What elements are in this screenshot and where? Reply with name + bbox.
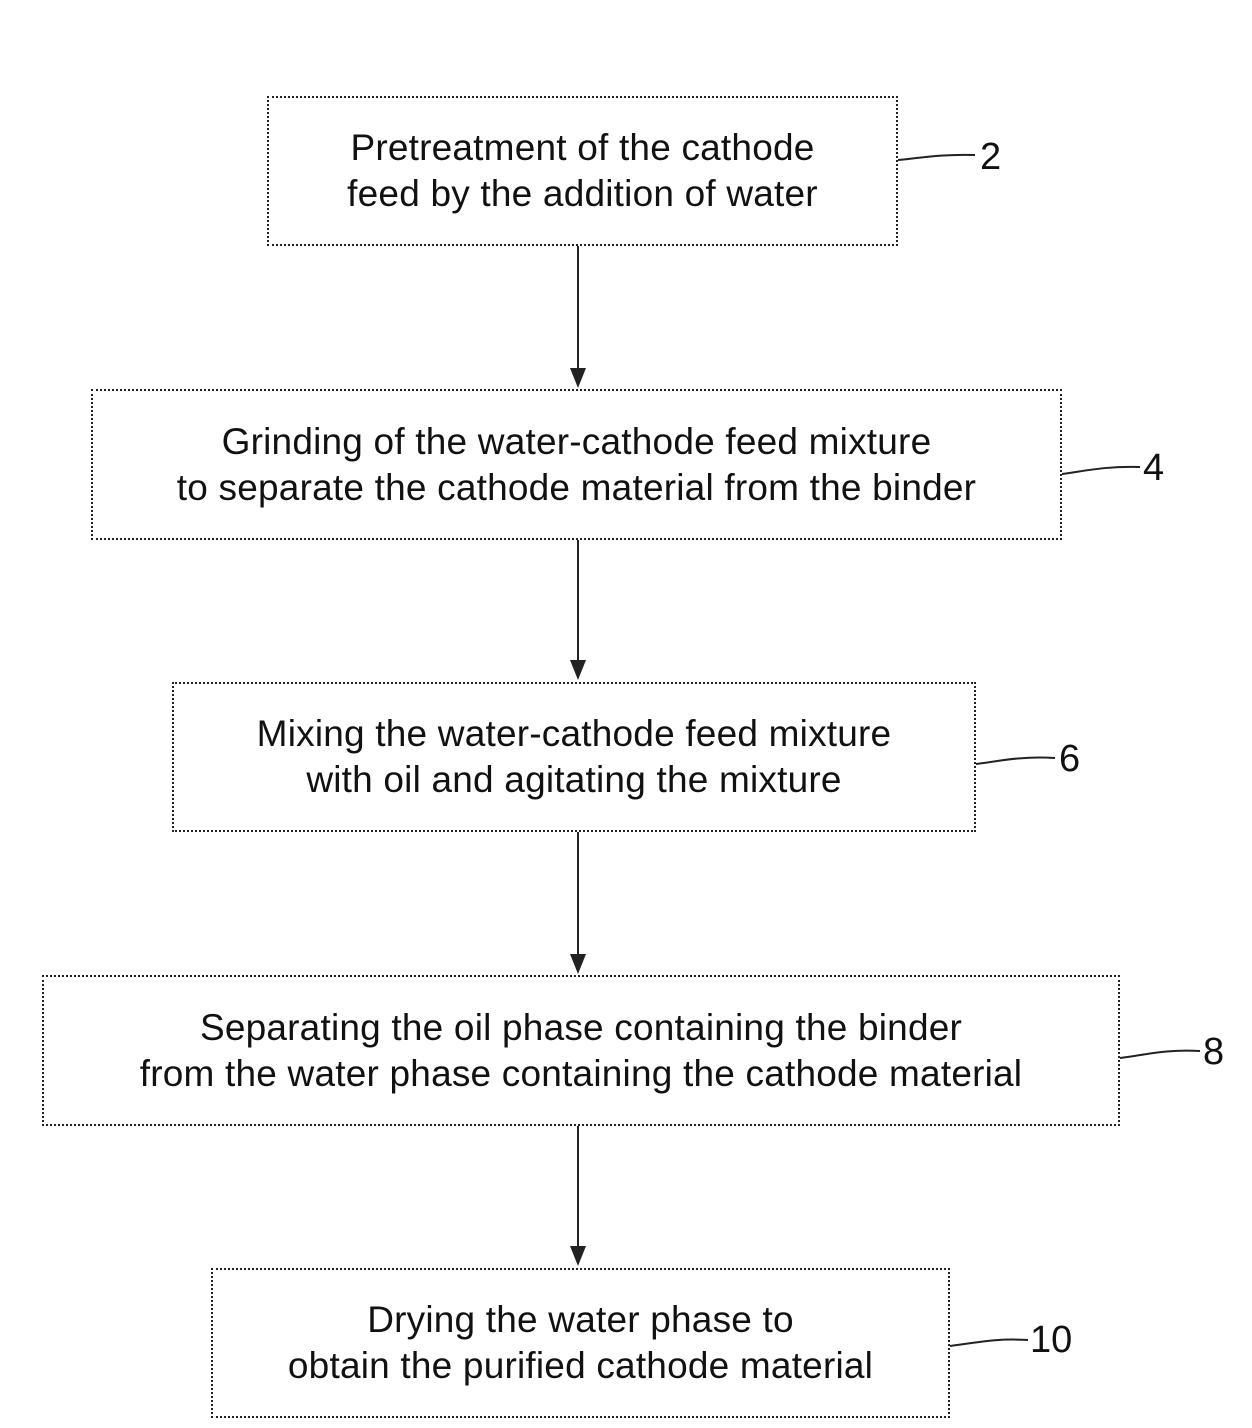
step-text-line: Mixing the water-cathode feed mixture: [257, 711, 892, 757]
leader-line-8: [1120, 1051, 1200, 1058]
step-box-separating: Separating the oil phase containing the …: [42, 975, 1120, 1126]
step-text-line: Pretreatment of the cathode: [350, 125, 814, 171]
step-box-grinding: Grinding of the water-cathode feed mixtu…: [91, 389, 1062, 540]
reference-numeral: 8: [1203, 1032, 1224, 1072]
step-box-mixing: Mixing the water-cathode feed mixture wi…: [172, 682, 976, 832]
leader-line-4: [1062, 467, 1140, 474]
step-box-drying: Drying the water phase to obtain the pur…: [211, 1268, 950, 1418]
arrow-3-4: [570, 832, 586, 974]
leader-line-6: [976, 758, 1055, 764]
leader-line-10: [950, 1340, 1028, 1346]
step-box-pretreatment: Pretreatment of the cathode feed by the …: [267, 96, 898, 246]
arrow-2-3: [570, 540, 586, 680]
step-text-line: feed by the addition of water: [347, 171, 818, 217]
reference-numeral: 6: [1059, 739, 1080, 779]
leader-line-2: [898, 155, 975, 160]
step-text-line: obtain the purified cathode material: [288, 1343, 873, 1389]
reference-numeral: 10: [1030, 1320, 1072, 1360]
arrow-4-5: [570, 1126, 586, 1266]
reference-numeral: 4: [1143, 448, 1164, 488]
step-text-line: with oil and agitating the mixture: [306, 757, 841, 803]
step-text-line: to separate the cathode material from th…: [177, 465, 976, 511]
step-text-line: Separating the oil phase containing the …: [200, 1005, 962, 1051]
arrow-1-2: [570, 246, 586, 388]
step-text-line: Drying the water phase to: [367, 1297, 794, 1343]
step-text-line: Grinding of the water-cathode feed mixtu…: [222, 419, 932, 465]
step-text-line: from the water phase containing the cath…: [140, 1051, 1022, 1097]
reference-numeral: 2: [980, 137, 1001, 177]
